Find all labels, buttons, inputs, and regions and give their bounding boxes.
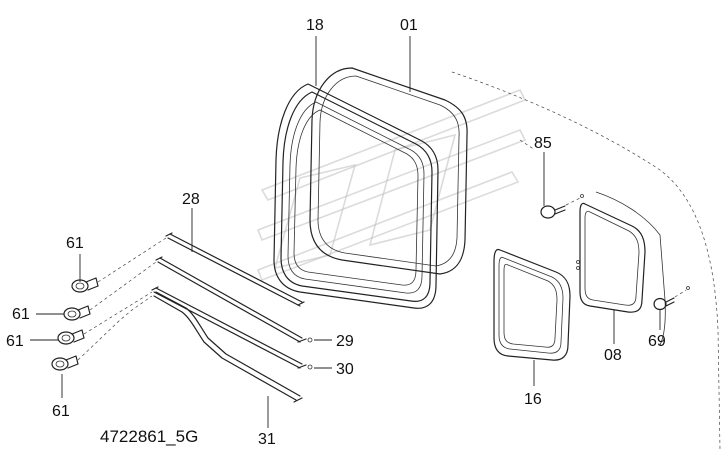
small-window-seal-16 [493,248,571,361]
drawing-code: 4722861_5G [100,427,198,446]
rod-30 [151,286,313,370]
leader-lines [30,36,661,428]
rod-29 [155,256,313,343]
bolt-61-2 [63,261,157,321]
label-29: 29 [336,333,354,350]
watermark-logo [256,88,527,282]
front-glass-01 [309,67,468,275]
label-61-top: 61 [66,235,84,252]
label-01: 01 [400,17,418,34]
clip-69 [653,286,690,311]
rod-28 [165,232,305,307]
label-18: 18 [306,17,324,34]
label-69: 69 [648,333,666,350]
label-28: 28 [182,191,200,208]
bolt-61-3 [57,291,153,345]
bolts-61 [51,237,167,371]
label-30: 30 [336,361,354,378]
label-08: 08 [604,347,622,364]
label-61-bottom: 61 [52,403,70,420]
label-61-mid: 61 [12,306,30,323]
window-seal-18 [273,83,439,309]
label-85: 85 [534,135,552,152]
label-16: 16 [524,391,542,408]
label-31: 31 [258,431,276,448]
clip-85 [540,194,584,219]
label-61-lower: 61 [6,333,24,350]
side-glass-08 [576,202,646,313]
cab-body-outline [451,71,721,451]
rod-31 [153,291,303,403]
bolt-61-4 [51,295,153,371]
part-labels: 18 01 28 85 61 61 61 61 29 30 31 16 08 6… [6,17,666,448]
bolt-61-1 [71,237,167,293]
